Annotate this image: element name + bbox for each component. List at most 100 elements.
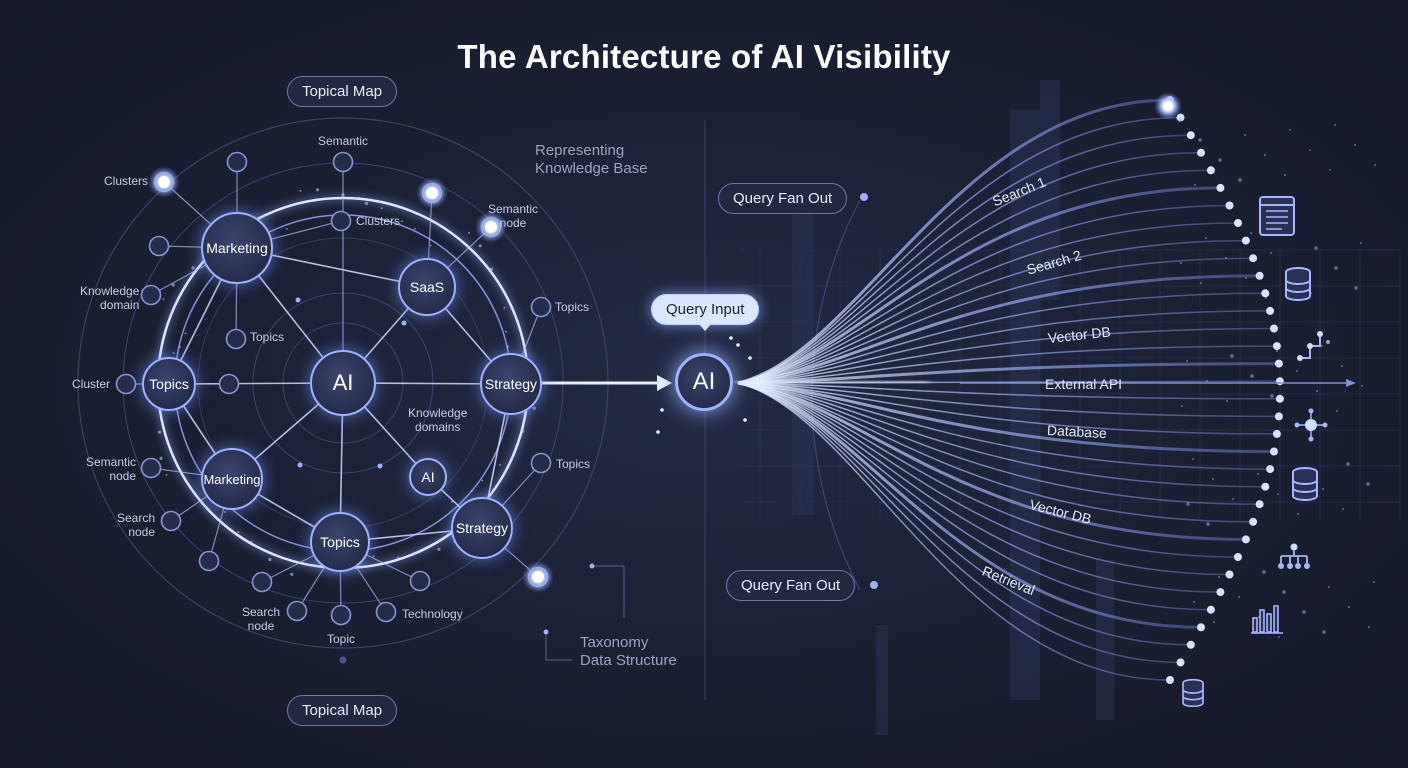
sparkle [372, 555, 375, 558]
hub-ai-small: AI [409, 458, 447, 496]
fan-stream [737, 381, 1246, 541]
fan-stream [737, 381, 1275, 453]
stream-end-node [1216, 588, 1225, 597]
fan-stream [737, 382, 1230, 576]
query-input-pill: Query Input [651, 294, 760, 331]
search-node-bottom-line-2: node [247, 619, 275, 633]
skyline-building [876, 625, 888, 735]
stream-end-node [1274, 412, 1283, 421]
stream-end-node [1266, 465, 1275, 474]
stream-end-node [1186, 640, 1195, 649]
label-search-node-bottom: Search node [242, 605, 280, 633]
data-particle [1205, 237, 1207, 239]
hub-topics-bottom-label: Topics [320, 534, 360, 550]
hub-saas-label: SaaS [409, 279, 445, 295]
data-particle [1373, 581, 1375, 583]
stream-end-node [1241, 535, 1250, 544]
leaf-node [148, 235, 170, 257]
data-particle [1264, 154, 1266, 156]
leaf-node [330, 604, 352, 626]
hub-marketing-top-label: Marketing [206, 240, 268, 256]
inner-dot [295, 297, 301, 303]
ai-sparkle [748, 356, 752, 360]
sparkle [470, 490, 473, 492]
data-particle [1206, 380, 1208, 382]
glow-node-core [426, 187, 438, 199]
leaf-node [409, 570, 431, 592]
stream-end-node [1197, 148, 1205, 157]
data-particle [1244, 134, 1246, 136]
query-fan-out-bottom-pill: Query Fan Out [726, 570, 856, 601]
data-particle [1200, 282, 1202, 284]
sparkle [358, 196, 361, 199]
stream-end-node [1261, 482, 1270, 491]
data-particle [1213, 621, 1215, 623]
knowledge-domains-line-1: Knowledge [408, 406, 468, 420]
representing-note: Representing Knowledge Base [535, 142, 648, 178]
hub-icon [1294, 408, 1328, 442]
label-technology: Technology [402, 607, 463, 621]
data-particle [1257, 473, 1259, 475]
data-particle [1297, 513, 1299, 515]
central-ai-node: AI [675, 353, 733, 411]
fan-stream [737, 382, 1260, 505]
top-endpoint-core [1163, 101, 1173, 111]
data-particle [1238, 596, 1240, 598]
data-particle [1354, 286, 1358, 290]
leaf-node [375, 601, 397, 623]
query-fan-out-top-pill: Query Fan Out [718, 183, 848, 214]
label-topic-bottom: Topic [327, 632, 356, 646]
sparkle [341, 193, 345, 197]
hub-topics-left-label: Topics [149, 376, 189, 392]
leaf-node [140, 284, 162, 306]
hub-saas: SaaS [398, 258, 456, 316]
sparkle [503, 306, 506, 309]
sparkle [505, 330, 508, 333]
fan-stream [737, 134, 1191, 384]
fan-stream [737, 382, 1279, 418]
search-node-left-line-1: Search [117, 511, 156, 525]
semantic-node-top-line-1: Semantic [488, 202, 539, 216]
data-particle [1289, 129, 1291, 131]
sparkle [397, 556, 399, 559]
sparkle [521, 429, 525, 433]
data-particle [1321, 345, 1323, 347]
data-particle [1186, 360, 1188, 362]
data-particle [1226, 400, 1228, 402]
sparkle [157, 430, 162, 434]
leaf-node [115, 373, 137, 395]
label-knowledge-domains: Knowledge domains [408, 406, 467, 434]
data-particle [1342, 508, 1344, 510]
topical-map-bottom-pill: Topical Map [287, 695, 398, 726]
knowledge-domain-line-2: domain [100, 298, 140, 312]
stream-end-node [1249, 254, 1258, 263]
sparkle [179, 345, 181, 348]
fan-stream [737, 239, 1246, 384]
label-clusters-inner: Clusters [356, 214, 401, 228]
sparkle [223, 511, 226, 513]
sparkle [468, 231, 470, 234]
sparkle [237, 531, 240, 534]
fan-stream [737, 98, 1171, 385]
sparkle [481, 479, 484, 482]
label-clusters-left: Clusters [104, 174, 149, 188]
stream-end-node [1197, 623, 1205, 632]
fan-stream [737, 116, 1181, 384]
stream-end-node [1274, 359, 1283, 368]
leaf-node [332, 151, 354, 173]
bottom-dot [339, 656, 347, 664]
fan-stream [737, 186, 1221, 385]
data-particle [1336, 410, 1338, 412]
sparkle [489, 267, 493, 271]
sparkle [290, 572, 294, 576]
sparkle [437, 547, 441, 551]
sparkle [450, 500, 453, 503]
hub-strategy-right-label: Strategy [484, 376, 538, 392]
fan-arc-dot [860, 193, 868, 201]
sparkle [191, 266, 195, 270]
stream-end-node [1206, 166, 1215, 175]
data-particle [1302, 610, 1306, 614]
leaf-node [286, 600, 308, 622]
label-cluster-left: Cluster [72, 377, 111, 391]
sparkle [532, 406, 536, 410]
